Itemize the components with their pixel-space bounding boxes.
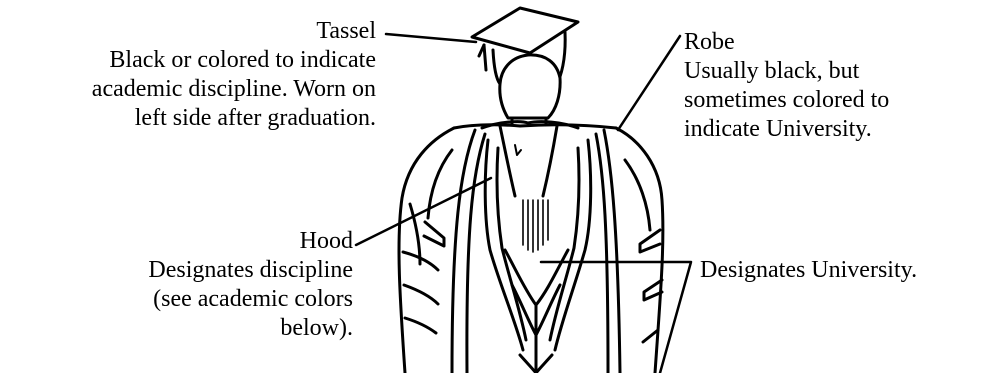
hood-annotation: Hood Designates discipline (see academic…: [148, 227, 353, 343]
head: [500, 55, 560, 124]
hood-line-2: (see academic colors: [148, 285, 353, 314]
hood-shape: [485, 140, 590, 373]
robe-outline: [399, 125, 663, 373]
robe-line-3: indicate University.: [684, 115, 889, 144]
robe-line-2: sometimes colored to: [684, 86, 889, 115]
hood-line-1: Designates discipline: [148, 256, 353, 285]
hood-lining-annotation: Designates University.: [700, 256, 917, 285]
hood-line-3: below).: [148, 314, 353, 343]
tassel-line-2: academic discipline. Worn on: [92, 75, 376, 104]
hood-title: Hood: [148, 227, 353, 256]
tassel-annotation: Tassel Black or colored to indicate acad…: [92, 17, 376, 133]
tassel-line-1: Black or colored to indicate: [92, 46, 376, 75]
robe-annotation: Robe Usually black, but sometimes colore…: [684, 28, 889, 144]
tassel-line-3: left side after graduation.: [92, 104, 376, 133]
hood-lining-title: Designates University.: [700, 256, 917, 285]
left-sleeve: [403, 130, 485, 373]
robe-callout-line: [618, 36, 680, 130]
robe-title: Robe: [684, 28, 889, 57]
tassel-title: Tassel: [92, 17, 376, 46]
tassel-callout-line: [386, 34, 476, 42]
robe-line-1: Usually black, but: [684, 57, 889, 86]
